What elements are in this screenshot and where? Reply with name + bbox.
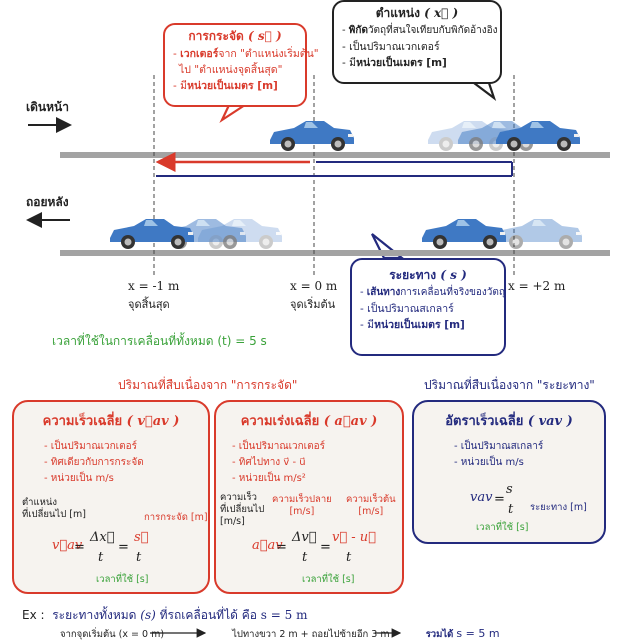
accel-lhs: a⃗av: [252, 538, 283, 553]
accel-v-minus-u: v⃗ - u⃗: [332, 530, 376, 545]
accel-bullet-1: - เป็นปริมาณเวกเตอร์: [232, 441, 325, 452]
velocity-lhs: v⃗av: [52, 538, 83, 553]
accel-symbol: ( a⃗av ): [323, 414, 378, 429]
example-line-2: จากจุดเริ่มต้น (x = 0 m) ไปทางขวา 2 m + …: [60, 627, 500, 640]
distance-symbol: ( s ): [440, 268, 467, 282]
average-velocity-box: ความเร็วเฉลี่ย ( v⃗av ) - เป็นปริมาณเวกเ…: [12, 400, 210, 594]
velocity-note-position: ตำแหน่งที่เปลี่ยนไป [m]: [22, 497, 86, 520]
backward-label: ถอยหลัง: [26, 195, 69, 209]
velocity-note-time: เวลาที่ใช้ [s]: [96, 574, 149, 585]
velocity-symbol: ( v⃗av ): [126, 414, 180, 429]
accel-note-initial: ความเร็วต้น[m/s]: [346, 494, 396, 517]
section-title-displacement: ปริมาณที่สืบเนื่องจาก "การกระจัด": [118, 378, 298, 392]
speed-note-time: เวลาที่ใช้ [s]: [476, 522, 529, 533]
position-callout: ตำแหน่ง ( x⃗ ) - พิกัดวัตถุที่สนใจเทียบก…: [332, 0, 502, 84]
forward-label: เดินหน้า: [26, 100, 69, 114]
velocity-delta-x: Δx⃗: [90, 530, 115, 545]
velocity-title: ความเร็วเฉลี่ย: [42, 414, 123, 429]
accel-delta-v: Δv⃗: [292, 530, 317, 545]
displacement-unit: หน่วยเป็นเมตร [m]: [187, 80, 278, 92]
velocity-t2: t: [136, 550, 142, 565]
position-symbol: ( x⃗ ): [424, 6, 459, 20]
car-start: [270, 121, 354, 151]
position-unit: หน่วยเป็นเมตร [m]: [356, 57, 447, 69]
accel-note-time: เวลาที่ใช้ [s]: [302, 574, 355, 585]
displacement-callout: การกระจัด ( s⃗ ) - เวกเตอร์จาก "ตำแหน่งเ…: [163, 23, 319, 107]
velocity-s: s⃗: [134, 530, 149, 545]
accel-t2: t: [346, 550, 352, 565]
accel-bullet-3: - หน่วยเป็น m/s²: [232, 473, 306, 484]
speed-t: t: [508, 502, 514, 517]
velocity-bullet-3: - หน่วยเป็น m/s: [44, 473, 114, 484]
distance-unit: หน่วยเป็นเมตร [m]: [374, 319, 465, 331]
section-title-distance: ปริมาณที่สืบเนื่องจาก "ระยะทาง": [424, 378, 595, 392]
velocity-note-displacement: การกระจัด [m]: [144, 512, 208, 523]
car-ghost: [498, 219, 582, 249]
speed-title: อัตราเร็วเฉลี่ย: [445, 414, 524, 429]
x-minus1-label: x = -1 m: [128, 279, 180, 293]
distance-callout: ระยะทาง ( s ) - เส้นทางการเคลื่อนที่จริง…: [350, 258, 506, 356]
start-point-label: จุดเริ่มต้น: [290, 298, 336, 311]
distance-type: เป็นปริมาณสเกลาร์: [367, 303, 454, 315]
distance-title: ระยะทาง: [389, 268, 437, 282]
speed-bullet-2: - หน่วยเป็น m/s: [454, 457, 524, 468]
velocity-t1: t: [98, 550, 104, 565]
speed-note-distance: ระยะทาง [m]: [530, 502, 587, 513]
x-zero-label: x = 0 m: [290, 279, 338, 293]
example-answer: s = 5 m: [260, 608, 308, 622]
average-acceleration-box: ความเร่งเฉลี่ย ( a⃗av ) - เป็นปริมาณเวกเ…: [214, 400, 404, 594]
displacement-vector-word: เวกเตอร์: [180, 48, 219, 60]
accel-note-final: ความเร็วปลาย[m/s]: [272, 494, 332, 517]
example-line-1: Ex : ระยะทางทั้งหมด (s) ที่รถเคลื่อนที่ไ…: [22, 608, 308, 622]
speed-s: s: [506, 482, 513, 497]
speed-bullet-1: - เป็นปริมาณสเกลาร์: [454, 441, 544, 452]
distance-def: การเคลื่อนที่จริงของวัตถุ: [400, 287, 505, 298]
position-def: วัตถุที่สนใจเทียบกับพิกัดอ้างอิง: [367, 25, 498, 36]
car-back: [422, 219, 506, 249]
position-type: เป็นปริมาณเวกเตอร์: [349, 41, 440, 53]
average-speed-box: อัตราเร็วเฉลี่ย ( vav ) - เป็นปริมาณสเกล…: [412, 400, 606, 544]
velocity-bullet-2: - ทิศเดียวกับการกระจัด: [44, 457, 144, 468]
speed-symbol: ( vav ): [527, 414, 573, 429]
displacement-symbol: ( s⃗ ): [247, 29, 282, 43]
displacement-line2: ไป "ตำแหน่งจุดสิ้นสุด": [179, 64, 283, 76]
accel-t1: t: [302, 550, 308, 565]
speed-lhs: vav: [470, 490, 493, 505]
car-end: [110, 219, 194, 249]
road-top: [60, 152, 610, 158]
road-bottom: [60, 250, 610, 256]
velocity-bullet-1: - เป็นปริมาณเวกเตอร์: [44, 441, 137, 452]
total-time-label: เวลาที่ใช้ในการเคลื่อนที่ทั้งหมด (t) = 5…: [52, 334, 267, 348]
displacement-title: การกระจัด: [188, 29, 244, 43]
end-point-label: จุดสิ้นสุด: [128, 298, 170, 311]
accel-note-change: ความเร็วที่เปลี่ยนไป[m/s]: [220, 492, 265, 527]
x-plus2-label: x = +2 m: [508, 279, 566, 293]
example-prefix: Ex :: [22, 608, 45, 622]
position-title: ตำแหน่ง: [375, 6, 420, 20]
accel-title: ความเร่งเฉลี่ย: [240, 414, 320, 429]
accel-bullet-2: - ทิศไปทาง v⃗ - u⃗: [232, 457, 306, 468]
